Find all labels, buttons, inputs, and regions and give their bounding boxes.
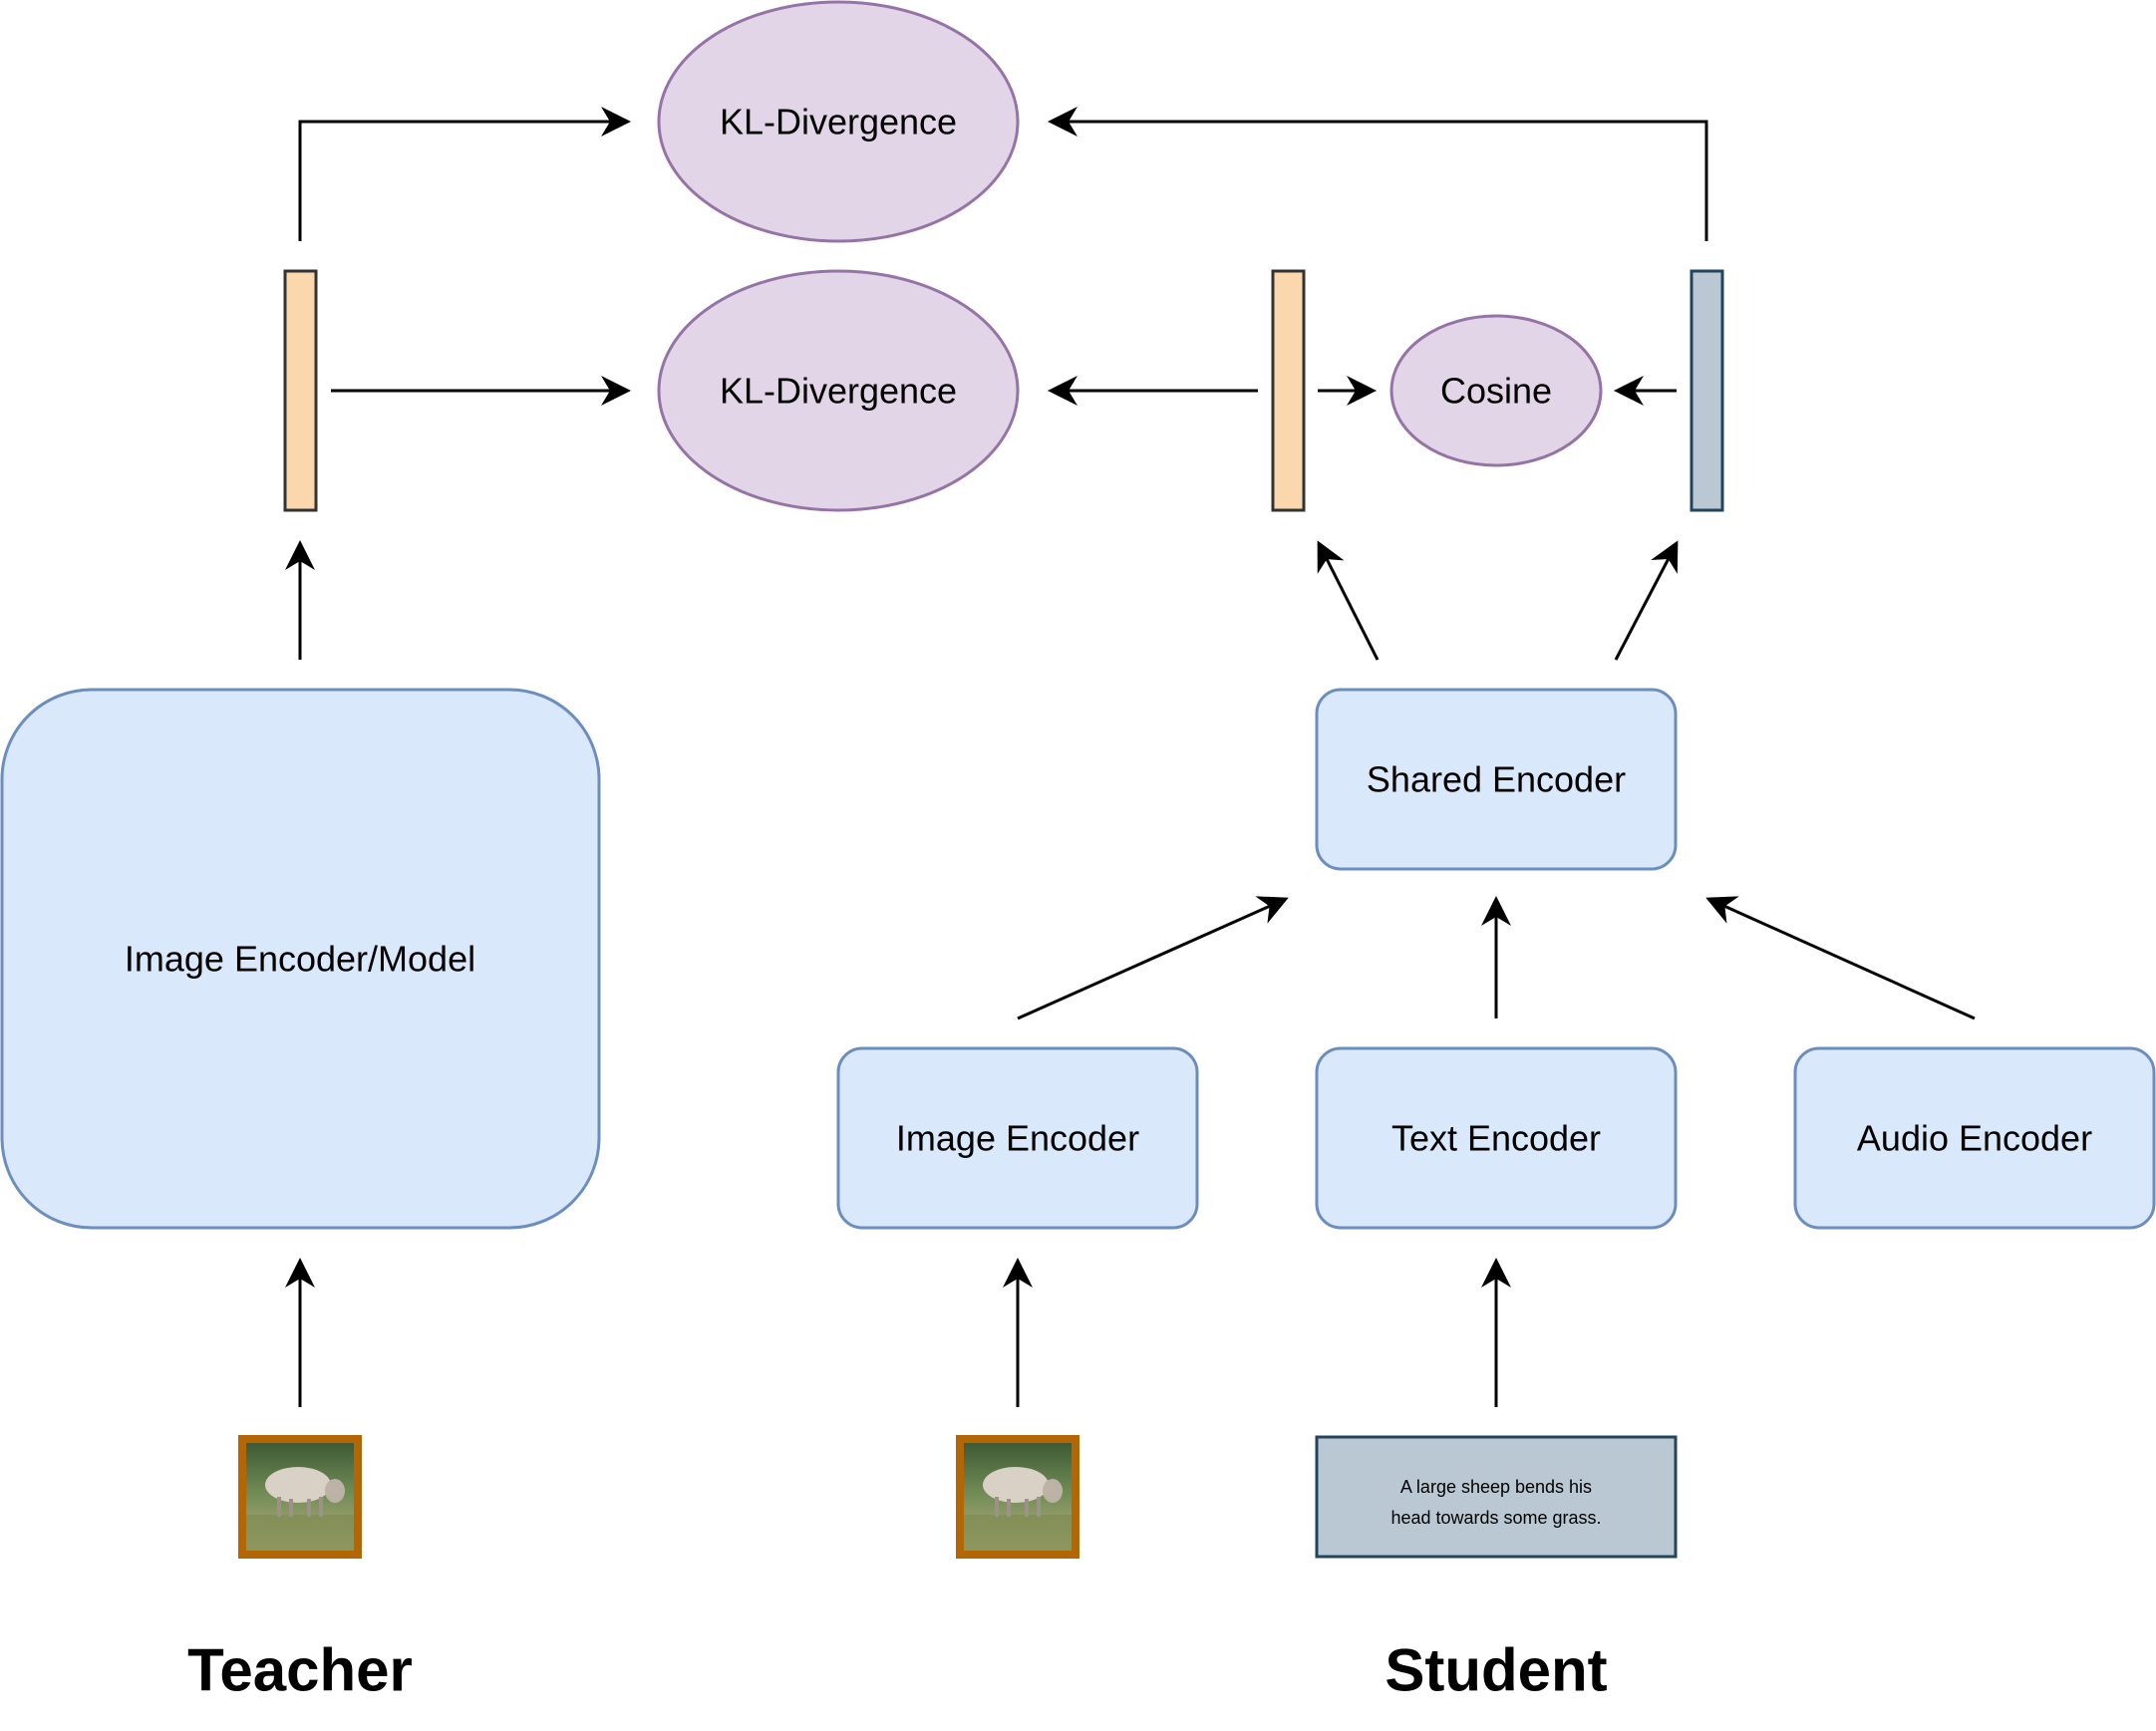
student-input-image bbox=[956, 1435, 1079, 1559]
caption-input-box: A large sheep bends his head towards som… bbox=[1315, 1435, 1678, 1559]
text-encoder-label: Text Encoder bbox=[1391, 1118, 1601, 1159]
image-encoder-box: Image Encoder bbox=[836, 1046, 1199, 1230]
arrow-student-audio-emb-to-kl-top bbox=[1048, 107, 1708, 241]
text-encoder-box: Text Encoder bbox=[1315, 1046, 1678, 1230]
cosine-label: Cosine bbox=[1440, 371, 1552, 412]
arrow-audio-encoder-to-shared bbox=[1705, 896, 1976, 1020]
teacher-input-image bbox=[238, 1435, 362, 1559]
image-encoder-label: Image Encoder bbox=[896, 1118, 1139, 1159]
kl-divergence-top-label: KL-Divergence bbox=[720, 102, 957, 143]
caption-line-1: A large sheep bends his bbox=[1400, 1477, 1592, 1497]
teacher-title: Teacher bbox=[187, 1637, 413, 1704]
shared-encoder-label: Shared Encoder bbox=[1367, 759, 1626, 800]
teacher-encoder-box: Image Encoder/Model bbox=[0, 688, 601, 1230]
arrow-shared-to-audio-emb bbox=[1614, 540, 1679, 661]
kl-divergence-mid-label: KL-Divergence bbox=[720, 371, 957, 412]
audio-embedding-bar bbox=[1690, 269, 1724, 512]
audio-encoder-label: Audio Encoder bbox=[1857, 1118, 2092, 1159]
teacher-encoder-label: Image Encoder/Model bbox=[125, 939, 475, 980]
arrow-image-encoder-to-shared bbox=[1017, 896, 1289, 1020]
audio-encoder-box: Audio Encoder bbox=[1793, 1046, 2156, 1230]
cosine-node: Cosine bbox=[1389, 314, 1603, 467]
kl-divergence-mid-node: KL-Divergence bbox=[657, 269, 1020, 512]
teacher-embedding-bar bbox=[283, 269, 318, 512]
arrow-teacher-emb-to-kl-top bbox=[298, 107, 631, 241]
kl-divergence-top-node: KL-Divergence bbox=[657, 0, 1020, 243]
arrow-shared-to-student-emb bbox=[1317, 540, 1380, 661]
shared-encoder-box: Shared Encoder bbox=[1315, 688, 1678, 871]
student-embedding-bar bbox=[1271, 269, 1306, 512]
student-title: Student bbox=[1385, 1637, 1607, 1704]
caption-line-2: head towards some grass. bbox=[1390, 1508, 1601, 1528]
connectors bbox=[285, 107, 1976, 1407]
